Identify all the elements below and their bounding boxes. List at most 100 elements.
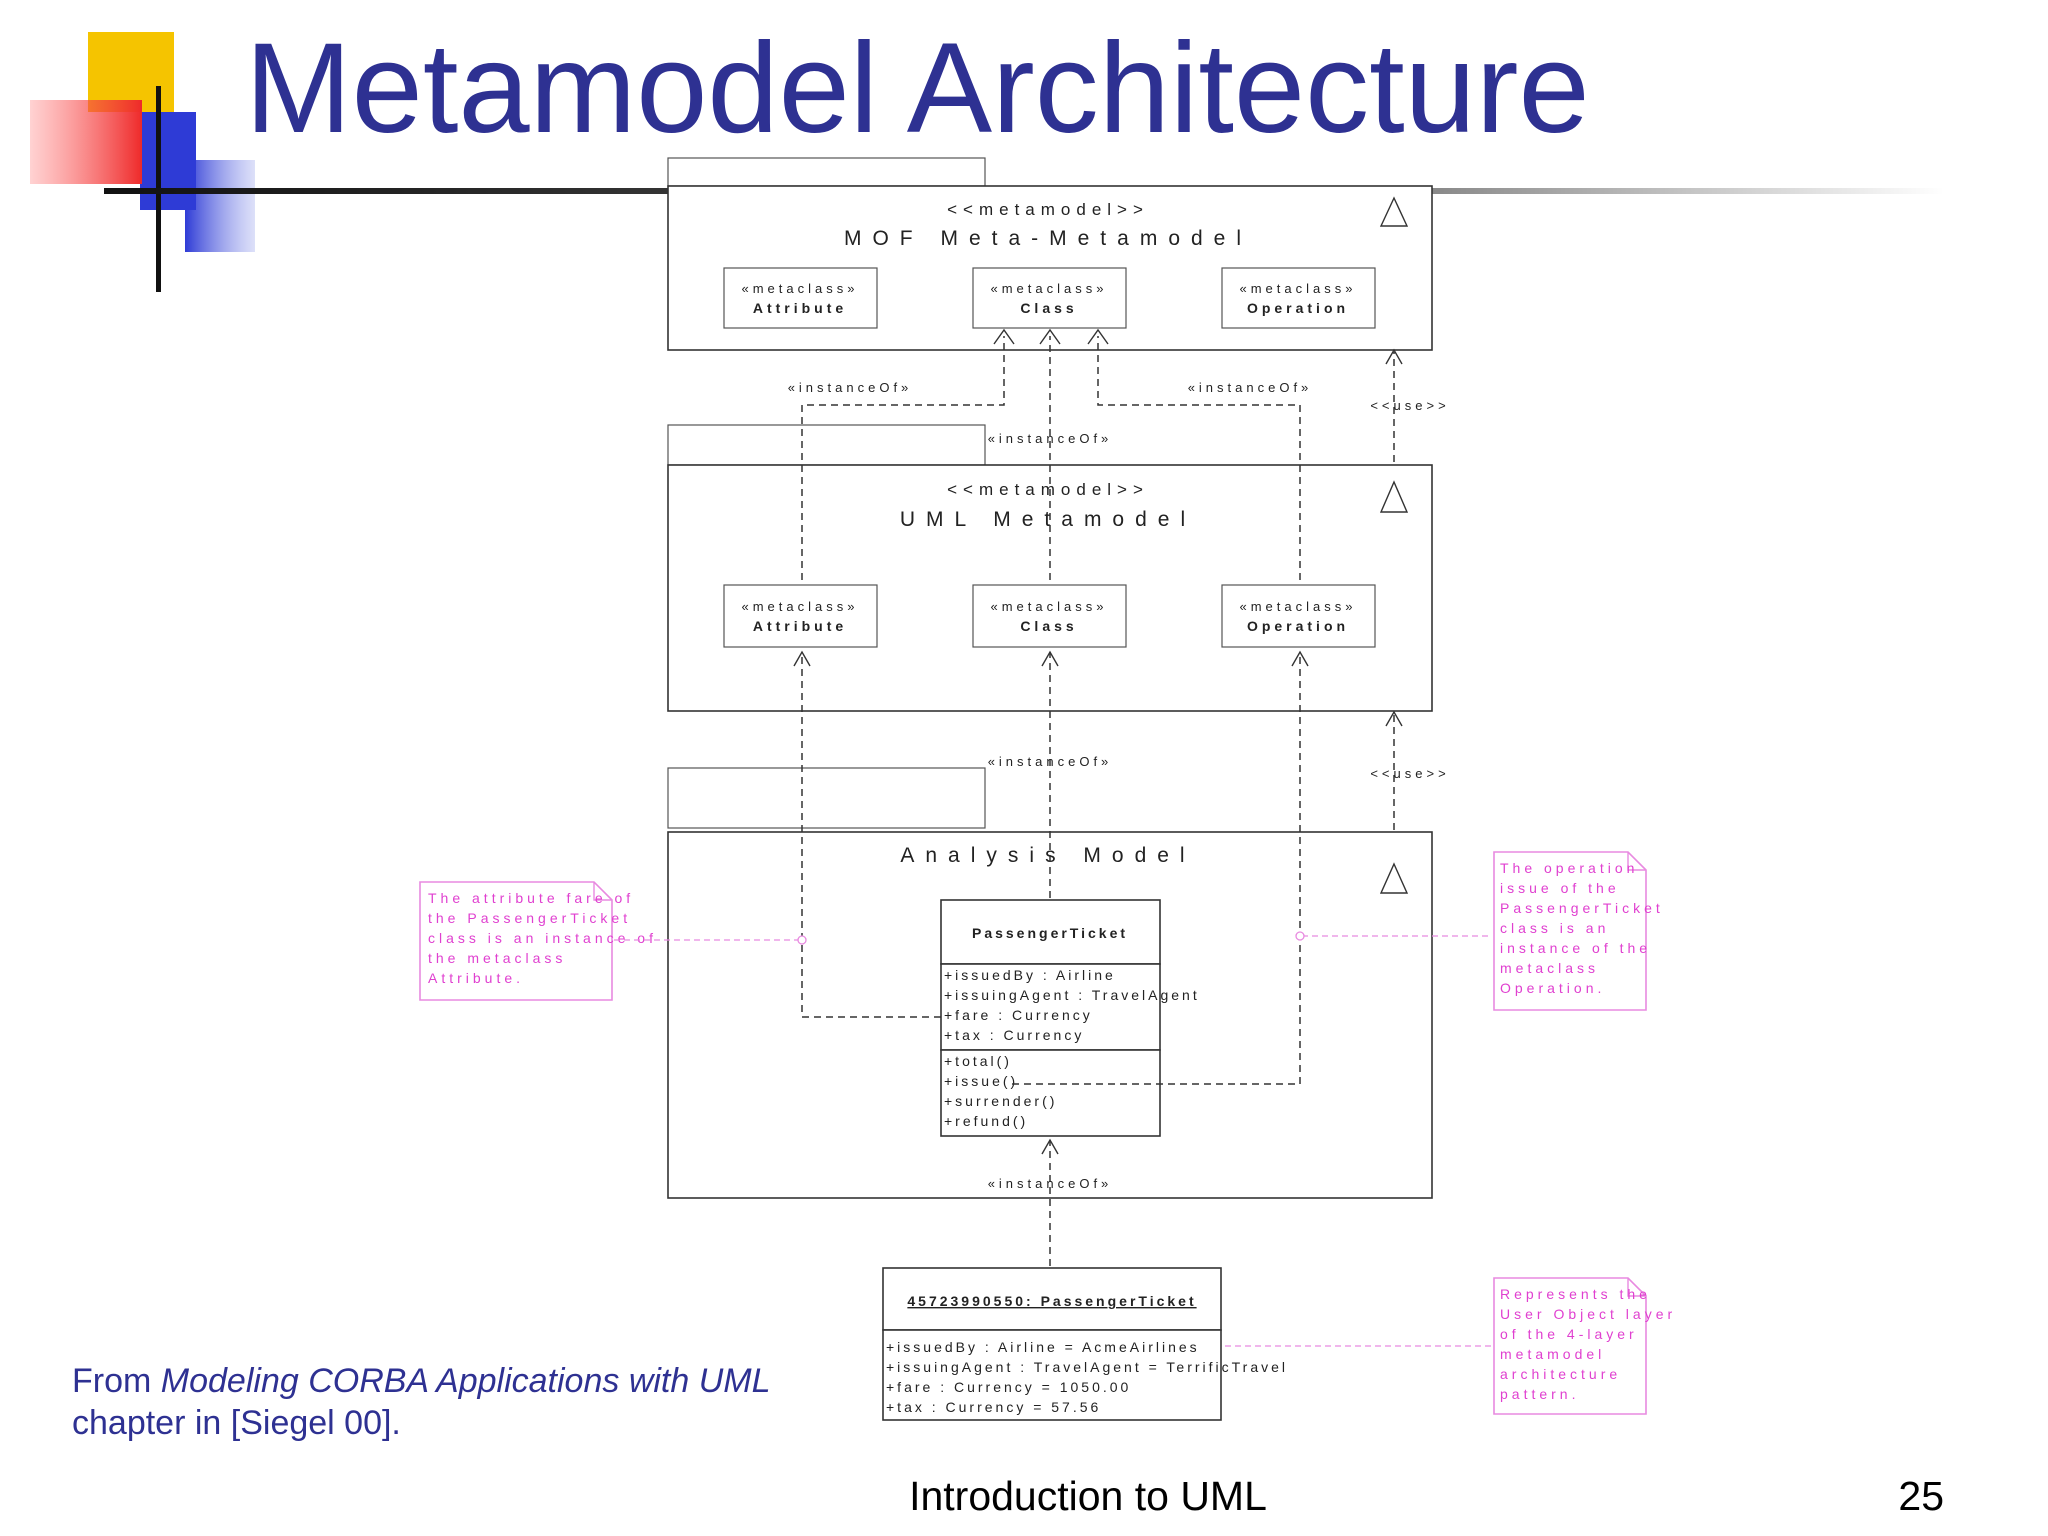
note-right-bottom: Represents the User Object layer of the … <box>1493 1277 1672 1415</box>
note-line: class is an <box>1500 920 1609 936</box>
mof-metaclass-operation: «metaclass» Operation <box>1221 267 1376 329</box>
metaclass-box <box>1221 584 1376 648</box>
arrowhead-icon <box>993 328 1015 345</box>
metaclass-name: Operation <box>1247 300 1349 316</box>
slide-logo <box>30 32 255 292</box>
note-line: architecture <box>1500 1366 1621 1382</box>
note-line: of the 4-layer <box>1500 1326 1638 1342</box>
caption-line-2: chapter in [Siegel 00]. <box>72 1404 401 1442</box>
arrowhead-icon <box>1385 348 1403 365</box>
note-line: instance of the <box>1500 940 1651 956</box>
mof-metaclass-class: «metaclass» Class <box>972 267 1127 329</box>
metaclass-stereotype: «metaclass» <box>742 281 859 296</box>
caption-book-title: Modeling CORBA Applications with UML <box>161 1362 771 1400</box>
uml-package-tab <box>667 424 986 466</box>
metaclass-name: Class <box>1020 300 1077 316</box>
arrowhead-icon <box>1041 1138 1059 1155</box>
arrowhead-icon <box>1291 650 1309 667</box>
page-number: 25 <box>1898 1473 1944 1519</box>
metaclass-name: Attribute <box>753 300 847 316</box>
class-name: PassengerTicket <box>972 925 1128 941</box>
metaclass-box <box>723 584 878 648</box>
analysis-package-name: Analysis Model <box>900 844 1195 867</box>
instanceof-label: «instanceOf» <box>988 754 1113 769</box>
metaclass-box <box>1221 267 1376 329</box>
note-line: metaclass <box>1500 960 1599 976</box>
arrowhead-icon <box>1087 328 1109 345</box>
analysis-package-tab <box>667 767 986 829</box>
metaclass-stereotype: «metaclass» <box>742 599 859 614</box>
note-line: class is an instance of <box>428 930 657 946</box>
class-operation: +total() <box>944 1053 1012 1069</box>
use-label: <<use>> <box>1370 398 1449 413</box>
connector-issue-to-operation <box>1012 652 1301 1085</box>
note-line: The attribute fare of <box>428 890 634 906</box>
arrowhead-icon <box>1039 328 1061 345</box>
note-line: the PassengerTicket <box>428 910 631 926</box>
note-box <box>419 881 613 1001</box>
logo-blue-gradient <box>185 160 255 252</box>
class-operation: +surrender() <box>944 1093 1057 1109</box>
mof-package-name: MOF Meta-Metamodel <box>844 227 1252 250</box>
note-line: pattern. <box>1500 1386 1579 1402</box>
passenger-ticket-object: 45723990550: PassengerTicket +issuedBy :… <box>882 1267 1288 1421</box>
class-attribute: +tax : Currency <box>944 1027 1084 1043</box>
footer-title: Introduction to UML <box>909 1473 1267 1519</box>
note-anchor <box>797 935 807 945</box>
note-fold <box>593 882 612 901</box>
object-slot: +fare : Currency = 1050.00 <box>886 1379 1131 1395</box>
note-box <box>1493 851 1647 1011</box>
uml-triangle-icon <box>1379 480 1409 513</box>
instanceof-label: «instanceOf» <box>988 1176 1113 1191</box>
object-slot: +issuingAgent : TravelAgent = TerrificTr… <box>886 1359 1288 1375</box>
note-line: Represents the <box>1500 1286 1651 1302</box>
connector-operation-to-mof <box>1097 336 1301 580</box>
note-line: Operation. <box>1500 980 1605 996</box>
analysis-triangle-icon <box>1379 862 1409 894</box>
arrowhead-icon <box>793 650 811 667</box>
metaclass-stereotype: «metaclass» <box>1240 281 1357 296</box>
class-attribute-compartment <box>940 963 1161 1051</box>
instanceof-label: «instanceOf» <box>1188 380 1313 395</box>
class-attribute: +issuingAgent : TravelAgent <box>944 987 1200 1003</box>
class-attribute: +issuedBy : Airline <box>944 967 1116 983</box>
metaclass-stereotype: «metaclass» <box>1240 599 1357 614</box>
connector-attribute-to-mof <box>801 336 1005 580</box>
note-fold <box>1627 1278 1646 1297</box>
metaclass-box <box>972 584 1127 648</box>
note-line: Attribute. <box>428 970 524 986</box>
metaclass-stereotype: «metaclass» <box>991 599 1108 614</box>
logo-blue-square <box>140 112 196 210</box>
use-label: <<use>> <box>1370 766 1449 781</box>
metaclass-stereotype: «metaclass» <box>991 281 1108 296</box>
arrowhead-icon <box>1041 650 1059 667</box>
class-operation: +refund() <box>944 1113 1028 1129</box>
metaclass-box <box>972 267 1127 329</box>
instanceof-label: «instanceOf» <box>988 431 1113 446</box>
uml-metaclass-operation: «metaclass» Operation <box>1221 584 1376 648</box>
object-slot: +tax : Currency = 57.56 <box>886 1399 1101 1415</box>
mof-stereotype: <<metamodel>> <box>947 200 1149 219</box>
note-line: the metaclass <box>428 950 566 966</box>
note-fold <box>1627 852 1646 871</box>
class-attribute: +fare : Currency <box>944 1007 1093 1023</box>
note-box <box>1493 1277 1647 1415</box>
class-name-compartment <box>940 899 1161 965</box>
instanceof-label: «instanceOf» <box>788 380 913 395</box>
metaclass-name: Class <box>1020 618 1077 634</box>
caption-prefix: From <box>72 1362 161 1400</box>
uml-metaclass-attribute: «metaclass» Attribute <box>723 584 878 648</box>
metaclass-name: Attribute <box>753 618 847 634</box>
passenger-ticket-class: PassengerTicket +issuedBy : Airline +iss… <box>940 899 1200 1137</box>
arrowhead-icon <box>1385 710 1403 727</box>
mof-package-tab <box>667 157 986 187</box>
object-slot: +issuedBy : Airline = AcmeAirlines <box>886 1339 1200 1355</box>
object-name: 45723990550: PassengerTicket <box>907 1293 1196 1309</box>
metaclass-box <box>723 267 878 329</box>
uml-package-name: UML Metamodel <box>900 508 1196 531</box>
note-line: PassengerTicket <box>1500 900 1664 916</box>
class-operation-compartment <box>940 1049 1161 1137</box>
note-left: The attribute fare of the PassengerTicke… <box>419 881 657 1001</box>
note-right-top: The operation issue of the PassengerTick… <box>1493 851 1664 1011</box>
